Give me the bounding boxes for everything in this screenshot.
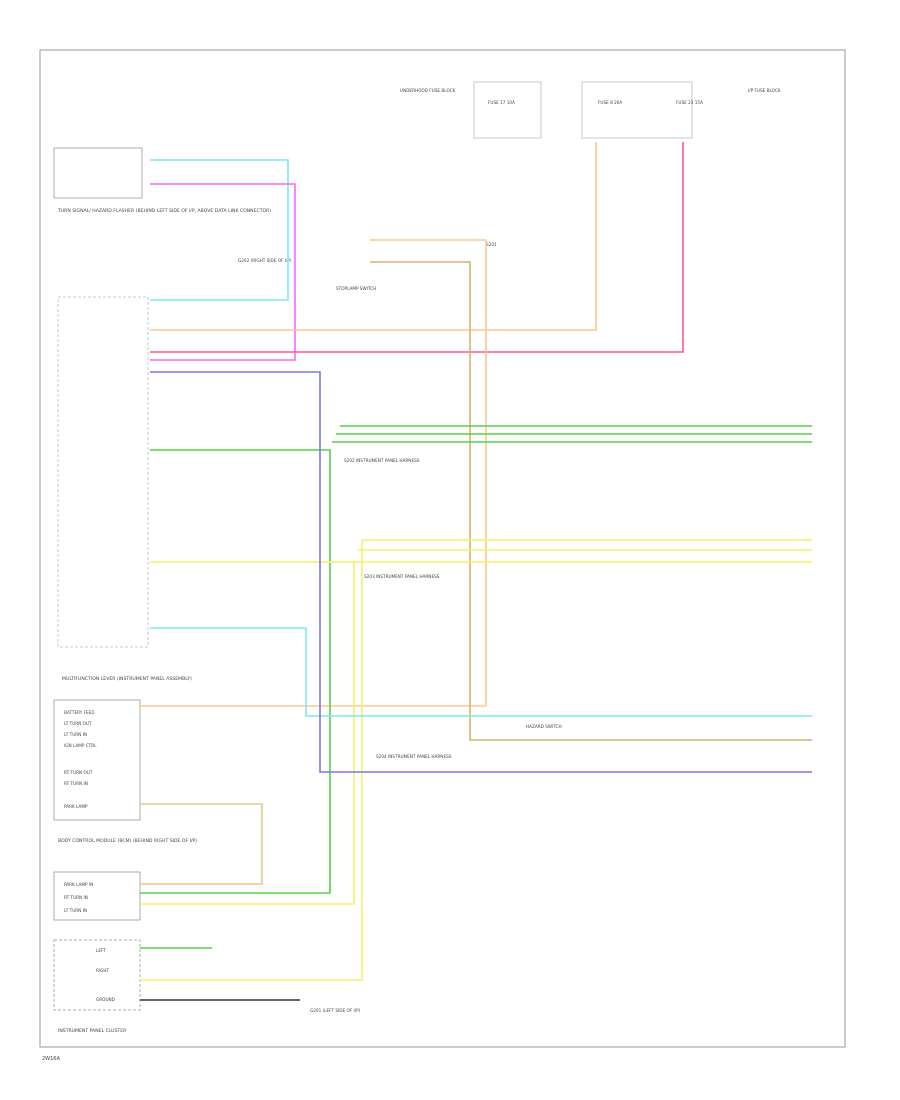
turn-signal-hazard-flasher-label: TURN SIGNAL/ HAZARD FLASHER (BEHIND LEFT…: [57, 208, 271, 214]
multifunction-switch-label: MULTIFUNCTION LEVER (INSTRUMENT PANEL AS…: [62, 676, 192, 682]
fuse-block-top-left: [473, 81, 542, 139]
ipc-label: INSTRUMENT PANEL CLUSTER: [58, 1028, 127, 1034]
ipc-pin-park-lamp-in: PARK LAMP IN: [64, 882, 93, 887]
ipc-pin-ground: GROUND: [96, 997, 115, 1002]
turn-signal-hazard-flasher-box: [53, 147, 143, 199]
ipc-pin-lt-turn-in: LT TURN IN: [64, 908, 87, 913]
bcm-pin-battery-feed: BATTERY FEED: [64, 710, 95, 715]
ground-g202: G202 (RIGHT SIDE OF I/P): [238, 258, 292, 263]
fuse-right-2-label: FUSE 23 15A: [676, 100, 703, 105]
fuse-block-top-right: [581, 81, 693, 139]
fuse-left-label: FUSE 17 10A: [488, 100, 515, 105]
splice-s202: S202 INSTRUMENT PANEL HARNESS: [344, 458, 420, 463]
bcm-pin-lt-turn-in: LT TURN IN: [64, 732, 87, 737]
bcm-pin-lt-turn-out: LT TURN OUT: [64, 721, 92, 726]
hazard-switch-label: HAZARD SWITCH: [526, 724, 562, 729]
pink-wire: [150, 183, 296, 361]
orange-wire-2: [140, 239, 487, 707]
multifunction-switch-box: [57, 296, 149, 648]
yellow-wire-4: [140, 562, 355, 905]
magenta-wire: [150, 142, 684, 353]
splice-s201: S201: [486, 242, 497, 247]
bcm-pin-ign-lamp-ctrl: IGN LAMP CTRL: [64, 743, 97, 748]
ipc-box: [53, 871, 141, 921]
orange-wire: [150, 142, 597, 331]
body-control-module-box: [53, 699, 141, 821]
purple-wire: [150, 371, 812, 773]
ground-g201: G201 (LEFT SIDE OF I/P): [310, 1008, 361, 1013]
green-wire: [140, 449, 331, 894]
ipc-sub-box: [53, 939, 141, 1011]
splice-s204: S204 INSTRUMENT PANEL HARNESS: [376, 754, 452, 759]
light-blue-wire: [150, 159, 289, 301]
ipc-pin-right: RIGHT: [96, 968, 110, 973]
wires-layer: [140, 142, 812, 1001]
stoplamp-switch-label: STOPLAMP SWITCH: [336, 286, 376, 291]
ipc-pin-left: LEFT: [96, 948, 106, 953]
splice-s203: S203 INSTRUMENT PANEL HARNESS: [364, 574, 440, 579]
diagram-border: [39, 49, 846, 1048]
diagram-code: 2W16A: [42, 1056, 60, 1062]
fuse-block-top-left-label: UNDERHOOD FUSE BLOCK: [400, 88, 456, 93]
bcm-pin-park-lamp: PARK LAMP: [64, 804, 88, 809]
tan-wire: [140, 803, 263, 885]
fuse-right-1-label: FUSE 8 20A: [598, 100, 622, 105]
bcm-label: BODY CONTROL MODULE (BCM) (BEHIND RIGHT …: [58, 838, 197, 844]
yellow-wire-5: [140, 540, 363, 981]
brown-wire: [370, 261, 812, 741]
fuse-block-top-right-label: I/P FUSE BLOCK: [748, 88, 781, 93]
bcm-pin-rt-turn-in: RT TURN IN: [64, 781, 88, 786]
light-blue-wire-2: [150, 627, 812, 717]
bcm-pin-rt-turn-out: RT TURN OUT: [64, 770, 93, 775]
ipc-pin-rt-turn-in: RT TURN IN: [64, 895, 88, 900]
